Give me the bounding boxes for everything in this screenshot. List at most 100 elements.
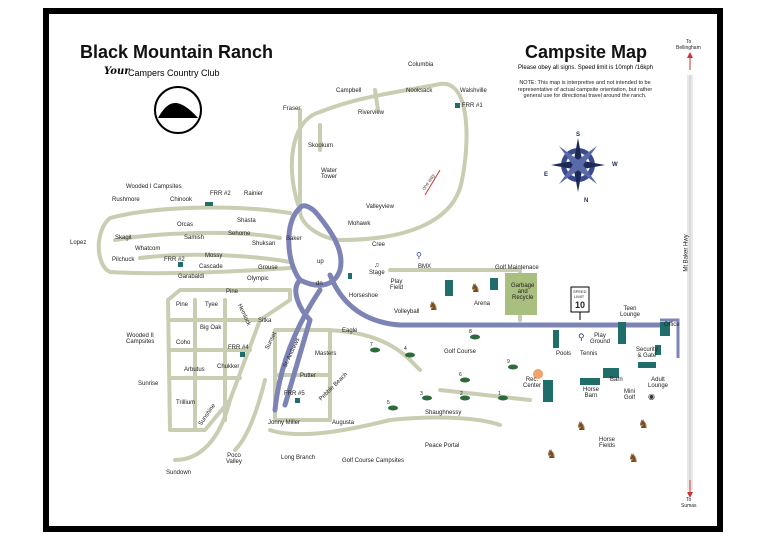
label-trillium: Trillium [176, 400, 196, 406]
road-riverview [373, 88, 380, 112]
road-west-loop [96, 205, 292, 276]
label-cascade: Cascade [199, 264, 223, 270]
frr1-building [455, 103, 460, 108]
label-frr4: FRR #4 [228, 345, 249, 351]
label-play-ground: Play Ground [590, 333, 611, 345]
ranch-title: Black Mountain Ranch [80, 42, 274, 62]
label-walshville: Walshville [460, 88, 487, 94]
speed-sign-line1: SPEED [573, 289, 587, 294]
frr2-top-building [205, 202, 213, 206]
label-mohawk: Mohawk [348, 221, 371, 227]
golf-hole-3: 3 [420, 391, 423, 397]
label-campbell: Campbell [336, 88, 362, 94]
label-columbia: Columbia [408, 62, 434, 68]
speed-note: Please obey all signs. Speed limit is 10… [518, 65, 654, 71]
label-arena: Arena [474, 301, 491, 307]
road-golf-loop [318, 328, 422, 372]
golf-hole-6: 6 [459, 372, 462, 378]
label-golf-campsites: Golf Course Campsites [342, 458, 405, 464]
label-arbutus: Arbutus [184, 367, 205, 373]
rec-center-building [543, 380, 553, 402]
highway-label: Mt Baker Hwy [683, 234, 690, 272]
golf-hole-8: 8 [469, 329, 472, 335]
to-sumas: Sumas [681, 503, 697, 509]
label-cree: Cree [372, 242, 386, 248]
label-orcas: Orcas [177, 222, 194, 228]
label-riverview: Riverview [358, 110, 385, 116]
label-horse-barn: Horse Barn [583, 387, 600, 399]
label-sitka: Sitka [258, 318, 272, 324]
golf-green-7 [370, 347, 380, 353]
music-note-icon: ♫ [374, 262, 380, 269]
label-rushmore: Rushmore [112, 197, 140, 203]
frr4-building [240, 352, 245, 357]
label-peace-portal: Peace Portal [425, 443, 460, 449]
tagline-script: Your [104, 66, 130, 77]
road-main-loop [286, 203, 344, 288]
arena-building [445, 280, 453, 296]
label-barn: Barn [610, 377, 623, 383]
pools-building [553, 330, 559, 348]
label-frr2: FRR #2 [164, 257, 185, 263]
office-building [660, 322, 670, 336]
horseshoe-building [348, 273, 352, 279]
label-garbage: Garbage and Recycle [511, 283, 535, 301]
compass-e: E [544, 172, 549, 178]
label-up: up [317, 259, 324, 265]
label-sundown: Sundown [166, 470, 192, 476]
golf-green-3 [422, 395, 432, 401]
bmx-bike-icon: ⚲ [416, 251, 422, 260]
label-masters: Masters [315, 351, 337, 357]
compass-w: W [612, 162, 618, 168]
label-rainier: Rainier [244, 191, 264, 197]
golf-green-1 [498, 395, 508, 401]
label-frr5: FRR #5 [284, 391, 305, 397]
horse-icon: ♞ [546, 447, 557, 461]
road-golf-campsites [268, 415, 502, 437]
label-sunrise: Sunrise [138, 381, 159, 387]
label-wooded2: Wooded II Campsites [126, 333, 155, 345]
to-bellingham-top: To [686, 39, 692, 45]
golf-green-2 [460, 395, 470, 401]
horse-icon: ♞ [470, 281, 481, 295]
label-nooksack: Nooksack [406, 88, 433, 94]
teen-lounge-building [618, 322, 626, 344]
label-poco-valley: Poco Valley [226, 453, 242, 465]
golf-green-4 [405, 352, 415, 358]
label-fraser: Fraser [283, 106, 301, 112]
barn-building [603, 368, 619, 378]
golf-hole-5: 5 [387, 400, 390, 406]
tennis-racket-icon: ⚲ [578, 332, 585, 342]
label-horseshoe: Horseshoe [349, 293, 379, 299]
label-pine: Pine [176, 302, 189, 308]
label-adult-lounge: Adult Lounge [648, 377, 669, 389]
label-chinook: Chinook [170, 197, 193, 203]
road-golf-grid [273, 328, 332, 422]
golf-hole-1: 1 [498, 391, 501, 397]
label-frr2-top: FRR #2 [210, 191, 231, 197]
label-tyee: Tyee [205, 302, 219, 308]
label-water-tower: Water Tower [321, 168, 338, 180]
label-sehome: Sehome [228, 231, 251, 237]
label-garabaldi: Garabaldi [178, 274, 205, 280]
security-building [655, 345, 661, 355]
label-rec-center: Rec. Center [523, 377, 542, 389]
frr2-building [178, 262, 183, 267]
road-main-west [282, 277, 313, 408]
label-security: Security & Gate [636, 347, 658, 359]
to-sumas-top: To [686, 497, 692, 503]
label-shuksan: Shuksan [252, 241, 276, 247]
label-grouse: Grouse [258, 265, 278, 271]
label-skagit: Skagit [115, 235, 132, 241]
map-title: Campsite Map [525, 42, 648, 62]
horse-icon: ♞ [628, 451, 639, 465]
label-mossy: Mossy [205, 253, 223, 259]
golf-green-8 [470, 334, 480, 340]
label-tennis: Tennis [580, 351, 598, 357]
label-valleyview: Valleyview [366, 204, 394, 210]
label-eagle: Eagle [342, 328, 358, 334]
label-horse-fields: Horse Fields [599, 437, 616, 449]
golf-hole-9: 9 [507, 359, 510, 365]
label-office: Office [664, 322, 680, 328]
